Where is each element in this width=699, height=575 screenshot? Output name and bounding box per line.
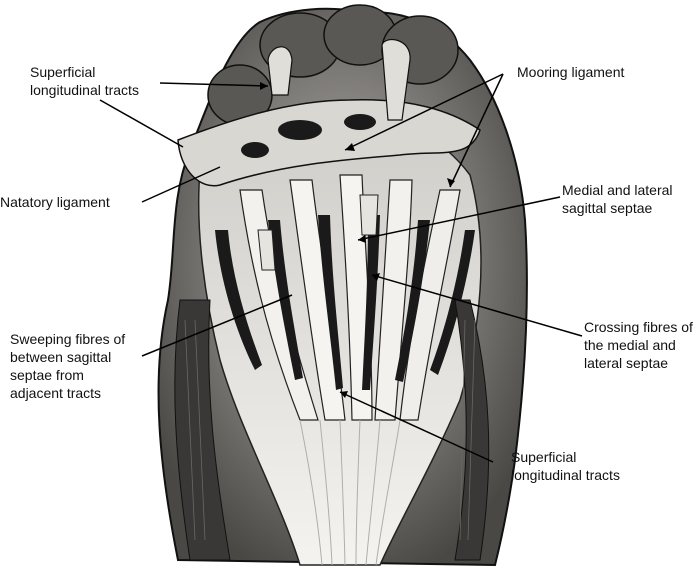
label-superficial-longitudinal-tracts-top: Superficial longitudinal tracts xyxy=(30,64,139,98)
tendon-sheaths xyxy=(257,194,379,271)
band-holes xyxy=(241,114,376,158)
label-superficial-longitudinal-tracts-bottom: Superficial longitudinal tracts xyxy=(511,449,620,483)
lower-fibres xyxy=(299,419,401,566)
toe-tips xyxy=(267,38,411,121)
label-natatory-ligament: Natatory ligament xyxy=(0,194,110,210)
label-sagittal-septae: Medial and lateral sagittal septae xyxy=(562,182,673,216)
label-sweeping-fibres: Sweeping fibres of between sagittal sept… xyxy=(10,331,126,401)
muscle-striations xyxy=(184,319,476,541)
leader-lines xyxy=(99,73,583,463)
arrowheads xyxy=(260,82,455,398)
label-mooring-ligament: Mooring ligament xyxy=(517,64,625,80)
septal-gaps xyxy=(215,215,475,390)
label-crossing-fibres: Crossing fibres of the medial and latera… xyxy=(584,319,693,371)
